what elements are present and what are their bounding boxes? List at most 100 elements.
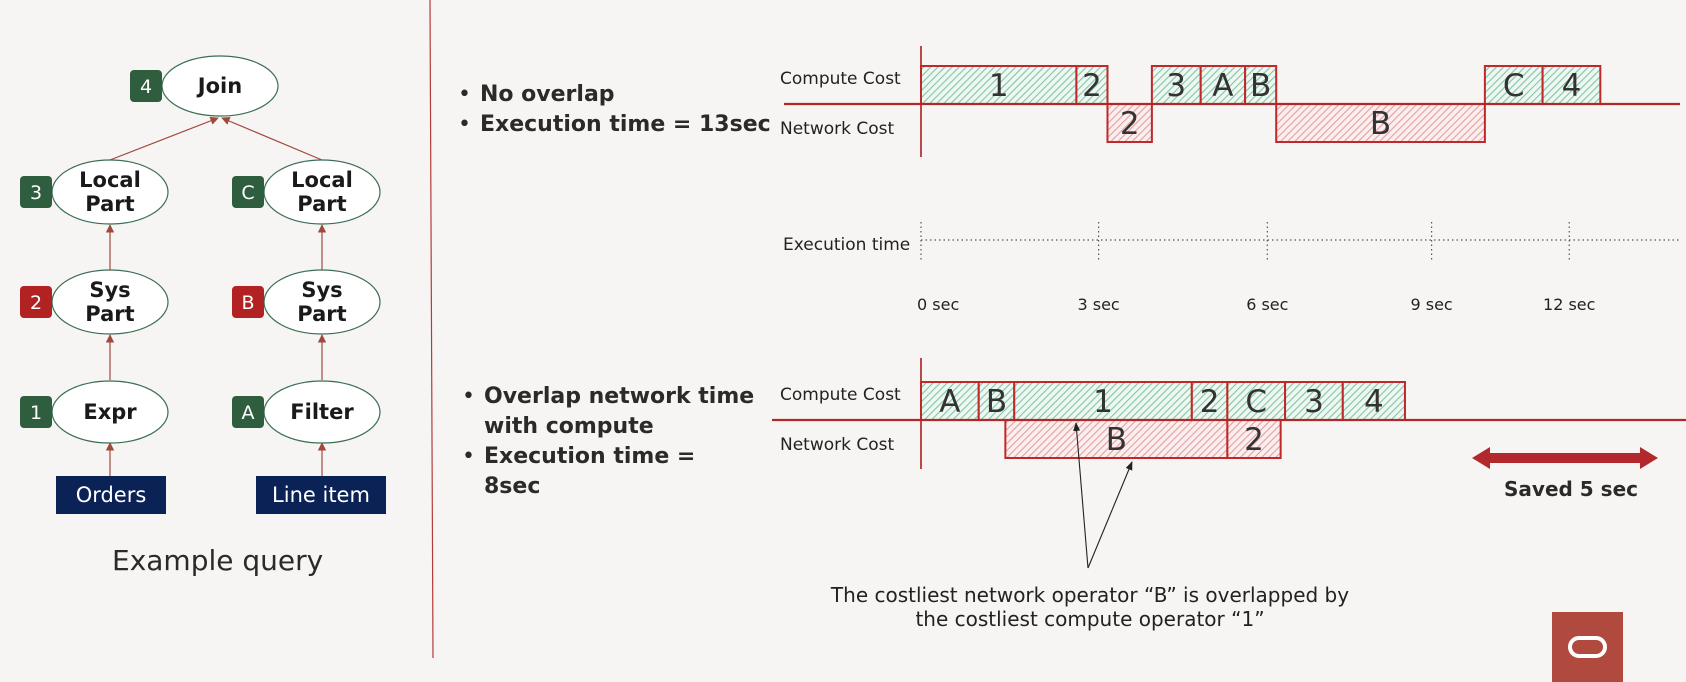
node-label: Part (85, 302, 134, 326)
node-label: Sys (301, 278, 342, 302)
annotation-line: the costliest compute operator “1” (915, 607, 1265, 631)
node-label: Join (196, 74, 242, 98)
block-label: 1 (989, 68, 1009, 104)
compute-block-1: 1 (1013, 381, 1193, 421)
svg-text:2: 2 (30, 292, 42, 314)
compute-block-4: 4 (1341, 381, 1406, 421)
svg-text:B: B (241, 292, 254, 314)
block-label: 2 (1082, 68, 1102, 104)
network-block-B: B (1004, 419, 1229, 459)
network-block-B: B (1275, 103, 1486, 143)
saved-time-label: Saved 5 sec (1504, 477, 1638, 501)
tick-label: 9 sec (1410, 295, 1452, 314)
compute-block-C: C (1226, 381, 1287, 421)
compute-row-label: Compute Cost (780, 385, 901, 405)
node-badge: 1 (20, 396, 52, 428)
compute-block-4: 4 (1541, 65, 1602, 105)
block-label: 2 (1120, 106, 1140, 142)
overlap-bullets: Overlap network time with compute Execut… (458, 382, 758, 502)
block-label: 4 (1562, 68, 1582, 104)
block-label: A (939, 384, 960, 420)
compute-block-3: 3 (1150, 65, 1202, 105)
node-label: Part (297, 302, 346, 326)
node-label: Filter (290, 400, 354, 424)
compute-row-label: Compute Cost (780, 69, 901, 89)
tick-label: 12 sec (1543, 295, 1595, 314)
annotation-line: The costliest network operator “B” is ov… (830, 583, 1350, 607)
block-label: C (1245, 384, 1267, 420)
annotation-text: The costliest network operator “B” is ov… (780, 583, 1400, 631)
node-badge: 2 (20, 286, 52, 318)
tree-node-join: Join 4 (130, 55, 279, 117)
tick-label: 0 sec (917, 295, 959, 314)
block-label: 3 (1304, 384, 1324, 420)
bullet-item: Overlap network time with compute (458, 382, 758, 442)
annotation-pointers (1073, 422, 1133, 569)
no-overlap-bullets: No overlap Execution time = 13sec (454, 80, 771, 140)
tree-node-filter: Filter A (232, 380, 381, 444)
block-label: 4 (1364, 384, 1384, 420)
network-row-label: Network Cost (780, 119, 895, 139)
compute-block-3: 3 (1284, 381, 1344, 421)
logo-ring-icon (1568, 636, 1607, 658)
node-label: Local (79, 168, 141, 192)
block-label: 2 (1200, 384, 1220, 420)
compute-block-B: B (1244, 65, 1278, 105)
node-label: Local (291, 168, 353, 192)
network-block-2: 2 (1106, 103, 1153, 143)
table-node: Orders (56, 476, 166, 514)
compute-block-2: 2 (1190, 381, 1229, 421)
svg-text:3: 3 (30, 182, 42, 204)
block-label: B (1250, 68, 1271, 104)
compute-block-2: 2 (1075, 65, 1109, 105)
compute-block-A: A (1199, 65, 1247, 105)
node-badge: 4 (130, 70, 162, 102)
table-label: Line item (272, 483, 370, 507)
svg-text:4: 4 (140, 76, 152, 98)
block-label: 1 (1093, 384, 1113, 420)
table-label: Orders (76, 483, 147, 507)
node-badge: A (232, 396, 264, 428)
block-label: 2 (1244, 422, 1264, 458)
section-divider (429, 0, 434, 659)
svg-text:A: A (242, 402, 255, 424)
compute-block-B: B (977, 381, 1016, 421)
oracle-logo (1552, 612, 1623, 682)
tick-label: 3 sec (1077, 295, 1119, 314)
bullet-item: Execution time = 13sec (454, 110, 771, 140)
tick-label: 6 sec (1246, 295, 1288, 314)
tree-node-expr: Expr 1 (20, 380, 169, 444)
svg-text:C: C (241, 182, 254, 204)
query-tree: Join4LocalPart3LocalPartCSysPart2SysPart… (20, 55, 386, 514)
node-label: Part (85, 192, 134, 216)
block-label: B (1106, 422, 1127, 458)
network-row-label: Network Cost (780, 435, 895, 455)
node-badge: B (232, 286, 264, 318)
node-label: Expr (83, 400, 137, 424)
compute-block-1: 1 (920, 65, 1078, 105)
compute-block-A: A (920, 381, 980, 421)
network-block-2: 2 (1226, 419, 1282, 459)
node-badge: C (232, 176, 264, 208)
node-label: Part (297, 192, 346, 216)
bullet-item: No overlap (454, 80, 771, 110)
node-badge: 3 (20, 176, 52, 208)
tree-edge (109, 116, 219, 161)
compute-block-C: C (1483, 65, 1544, 105)
bullet-item: Execution time = 8sec (458, 442, 758, 502)
block-label: C (1503, 68, 1525, 104)
tree-edge (221, 117, 323, 161)
tree-caption: Example query (112, 544, 324, 577)
block-label: B (986, 384, 1007, 420)
node-label: Sys (89, 278, 130, 302)
block-label: A (1212, 68, 1233, 104)
block-label: B (1370, 106, 1391, 142)
